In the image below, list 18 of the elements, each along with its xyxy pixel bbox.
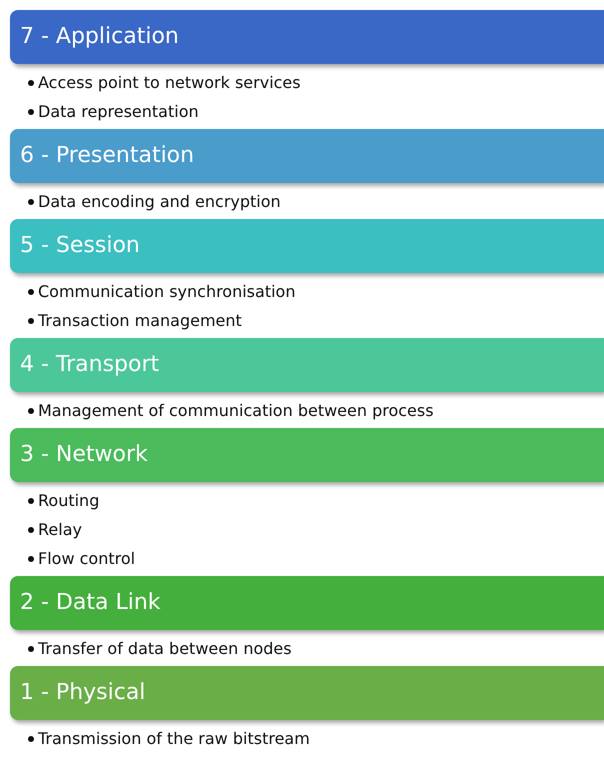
- layer-band: 1 - Physical: [10, 666, 604, 720]
- bullet-point: Transmission of the raw bitstream: [28, 724, 310, 753]
- bullet-point: Transfer of data between nodes: [28, 634, 292, 663]
- layer-band: 6 - Presentation: [10, 129, 604, 183]
- bullet-point: Access point to network services: [28, 68, 301, 97]
- layer-band: 5 - Session: [10, 219, 604, 273]
- bullet-point: Communication synchronisation: [28, 277, 296, 306]
- layer-band: 2 - Data Link: [10, 576, 604, 630]
- layer-band: 3 - Network: [10, 428, 604, 482]
- layer-band: 4 - Transport: [10, 338, 604, 392]
- bullet-point: Flow control: [28, 544, 136, 573]
- layer-band: 7 - Application: [10, 10, 604, 64]
- bullet-point: Data encoding and encryption: [28, 187, 281, 216]
- bullet-point: Management of communication between process: [28, 396, 434, 425]
- bullet-point: Transaction management: [28, 306, 242, 335]
- bullet-point: Routing: [28, 486, 100, 515]
- bullet-point: Relay: [28, 515, 82, 544]
- bullet-point: Data representation: [28, 97, 199, 126]
